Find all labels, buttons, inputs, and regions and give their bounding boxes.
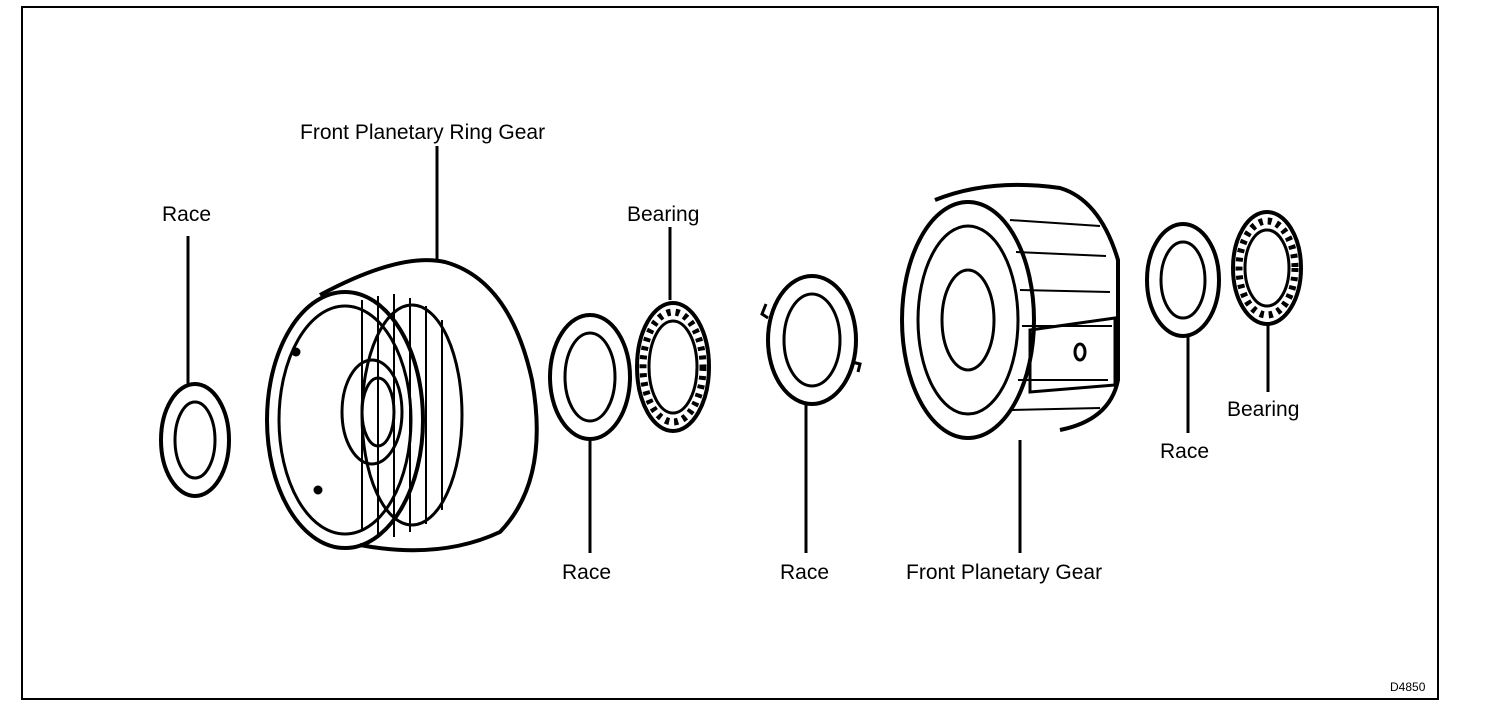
bearing-top-part [635, 301, 711, 433]
label-bearing-right: Bearing [1227, 398, 1300, 421]
figure-frame [21, 6, 1439, 700]
label-planetary-gear: Front Planetary Gear [906, 561, 1103, 584]
race-center1-part [548, 313, 632, 441]
label-race-left: Race [162, 203, 212, 226]
race-left-part [159, 382, 231, 498]
label-race-center2: Race [780, 561, 830, 584]
figure-code: D4850 [1390, 680, 1426, 694]
label-race-right: Race [1160, 440, 1210, 463]
label-ring-gear: Front Planetary Ring Gear [300, 121, 546, 144]
ring-gear-part [265, 258, 539, 553]
race-center2-part [760, 274, 862, 406]
race-right-part [1145, 222, 1221, 338]
planetary-gear-part [900, 182, 1120, 440]
label-bearing-top: Bearing [627, 203, 700, 226]
label-race-center1: Race [562, 561, 612, 584]
bearing-right-part [1231, 210, 1303, 326]
